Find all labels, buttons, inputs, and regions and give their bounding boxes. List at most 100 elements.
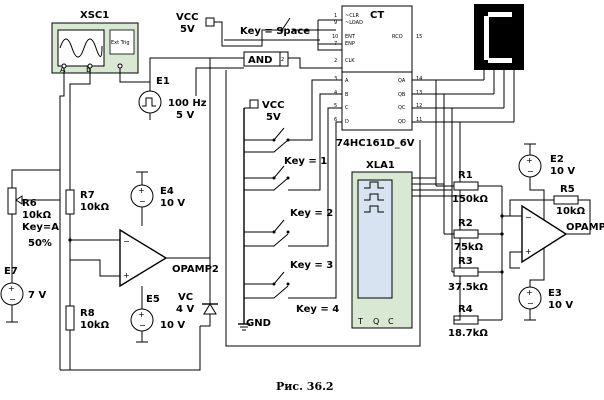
- svg-text:QD: QD: [398, 119, 406, 125]
- scope-ch-a: A: [60, 65, 66, 74]
- svg-text:+: +: [526, 288, 533, 297]
- svg-text:10kΩ: 10kΩ: [80, 320, 110, 331]
- svg-text:2: 2: [334, 58, 337, 64]
- scope-name: XSC1: [80, 10, 109, 21]
- e1-freq: 100 Hz: [168, 98, 207, 109]
- resistor-r3[interactable]: [453, 267, 479, 277]
- key-1-label: Key = 1: [284, 156, 327, 167]
- resistor-r5[interactable]: [553, 195, 579, 205]
- svg-text:~CLR: ~CLR: [345, 13, 359, 19]
- svg-text:R6: R6: [22, 198, 37, 209]
- svg-text:R3: R3: [458, 256, 473, 267]
- svg-text:Key=A: Key=A: [22, 222, 59, 233]
- key-space-label: Key = Space: [240, 26, 310, 37]
- switch-key-3[interactable]: [244, 219, 290, 247]
- svg-text:10: 10: [332, 34, 338, 40]
- xla-name: XLA1: [366, 160, 395, 171]
- resistor-r2[interactable]: [453, 229, 479, 239]
- svg-text:6: 6: [334, 117, 337, 123]
- svg-text:C: C: [388, 317, 394, 326]
- switch-key-4[interactable]: [244, 271, 290, 299]
- svg-text:5: 5: [334, 103, 337, 109]
- svg-text:18.7kΩ: 18.7kΩ: [448, 328, 488, 339]
- opamp2-label: OPAMP2: [172, 264, 219, 275]
- counter-title: CT: [370, 10, 384, 21]
- svg-text:T: T: [357, 317, 363, 326]
- svg-text:10 V: 10 V: [550, 166, 575, 177]
- zener-vc[interactable]: [202, 303, 218, 315]
- and-gate[interactable]: AND 2: [243, 51, 289, 67]
- resistor-r1[interactable]: [453, 181, 479, 191]
- logic-analyzer-xla1[interactable]: T Q C: [351, 171, 413, 329]
- resistor-r7[interactable]: [65, 189, 75, 215]
- svg-text:+: +: [138, 310, 145, 319]
- counter-74hc161d[interactable]: CT ~CLR ~LOAD ENT ENP CLK A B C D RCO QA…: [332, 5, 422, 131]
- switch-space[interactable]: [280, 17, 337, 32]
- switch-key-2[interactable]: [244, 165, 290, 191]
- source-e4[interactable]: + −: [130, 184, 154, 208]
- svg-text:37.5kΩ: 37.5kΩ: [448, 282, 488, 293]
- key-2-label: Key = 2: [290, 208, 333, 219]
- svg-text:E3: E3: [548, 288, 562, 299]
- scope-ch-b: B: [86, 65, 92, 74]
- svg-text:150kΩ: 150kΩ: [452, 194, 489, 205]
- opamp2[interactable]: − +: [119, 228, 168, 288]
- svg-text:7: 7: [334, 41, 337, 47]
- svg-text:VCC: VCC: [176, 12, 198, 23]
- source-e3[interactable]: + −: [518, 286, 542, 310]
- source-e7[interactable]: + −: [0, 282, 24, 306]
- svg-text:75kΩ: 75kΩ: [454, 242, 484, 253]
- svg-text:R5: R5: [560, 184, 575, 195]
- svg-text:2: 2: [281, 57, 284, 63]
- svg-text:E4: E4: [160, 186, 174, 197]
- svg-text:C: C: [345, 105, 349, 111]
- svg-text:R7: R7: [80, 190, 95, 201]
- svg-text:RCO: RCO: [392, 34, 403, 40]
- potentiometer-r6[interactable]: [7, 187, 23, 215]
- svg-text:A: A: [345, 78, 349, 84]
- switch-key-1[interactable]: [244, 127, 290, 153]
- svg-text:QA: QA: [398, 78, 406, 84]
- svg-text:3: 3: [334, 76, 337, 82]
- svg-text:10 V: 10 V: [160, 198, 185, 209]
- svg-text:E7: E7: [4, 266, 18, 277]
- svg-text:12: 12: [416, 103, 422, 109]
- key-3-label: Key = 3: [290, 260, 333, 271]
- svg-text:D: D: [345, 119, 349, 125]
- svg-text:ENT: ENT: [345, 34, 356, 40]
- resistor-r8[interactable]: [65, 305, 75, 331]
- svg-text:−: −: [525, 213, 532, 222]
- svg-text:−: −: [139, 197, 146, 206]
- svg-text:10 V: 10 V: [548, 300, 573, 311]
- gnd-symbol: [238, 323, 250, 331]
- svg-text:~LOAD: ~LOAD: [345, 20, 363, 26]
- oscilloscope-xsc1[interactable]: Ext Trig A B: [51, 22, 139, 74]
- e1-name: E1: [156, 76, 170, 87]
- svg-text:−: −: [527, 167, 534, 176]
- svg-text:B: B: [345, 92, 349, 98]
- svg-text:ENP: ENP: [345, 41, 355, 47]
- svg-text:+: +: [526, 156, 533, 165]
- svg-text:CLK: CLK: [345, 58, 355, 64]
- key-4-label: Key = 4: [296, 304, 339, 315]
- svg-text:5V: 5V: [266, 112, 281, 123]
- svg-text:R8: R8: [80, 308, 95, 319]
- svg-text:Q: Q: [373, 317, 379, 326]
- svg-text:14: 14: [416, 76, 422, 82]
- seven-segment-display: C: [474, 4, 524, 70]
- svg-text:−: −: [123, 237, 130, 246]
- svg-text:50%: 50%: [28, 238, 52, 249]
- svg-text:+: +: [525, 247, 532, 256]
- svg-text:QC: QC: [398, 105, 406, 111]
- svg-text:AND: AND: [248, 55, 272, 66]
- source-e1[interactable]: [138, 90, 162, 114]
- svg-text:9: 9: [334, 20, 337, 26]
- svg-text:4: 4: [334, 90, 337, 96]
- source-e5[interactable]: + −: [130, 308, 154, 332]
- svg-text:10 V: 10 V: [160, 320, 185, 331]
- svg-text:13: 13: [416, 90, 422, 96]
- vcc-mid: VCC 5V: [249, 99, 284, 123]
- source-e2[interactable]: + −: [518, 154, 542, 178]
- scope-trig-label: Ext Trig: [111, 40, 130, 46]
- e1-volt: 5 V: [176, 110, 194, 121]
